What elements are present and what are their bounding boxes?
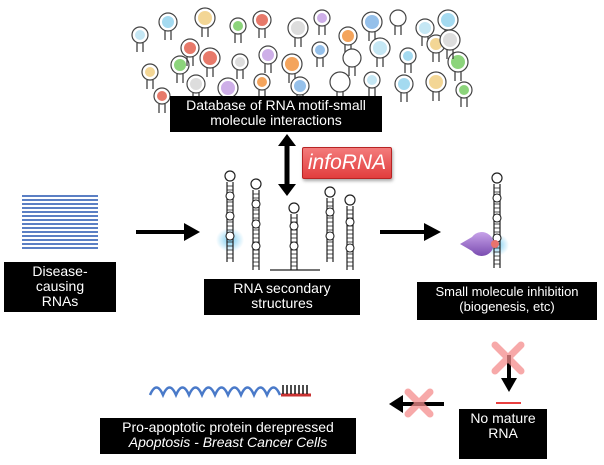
disease-label-line-2: causing xyxy=(35,278,85,294)
rna-motif-icon xyxy=(153,87,171,113)
rna-motif-icon xyxy=(186,74,206,102)
disease-label-line-1: Disease- xyxy=(32,263,88,279)
no-mature-line-1: No mature xyxy=(470,410,536,426)
rna-motif-icon xyxy=(258,45,278,73)
rna-motif-icon xyxy=(447,51,469,81)
rna-motif-icon xyxy=(158,12,178,40)
rna-motif-icon xyxy=(369,37,391,67)
inhibition-label-line-2: (biogenesis, etc) xyxy=(459,299,555,314)
arrow-to-inhibition xyxy=(380,223,441,241)
rna-motif-icon xyxy=(253,73,271,99)
rna-motif-icon xyxy=(231,53,249,79)
rna-motif-icon xyxy=(439,29,461,59)
rna-motif-icon xyxy=(141,63,159,89)
secondary-structures-box: RNA secondary structures xyxy=(204,279,360,315)
database-label-box: Database of RNA motif-small molecule int… xyxy=(170,96,382,132)
mrna-wave-icon xyxy=(148,385,311,399)
inhibition-box: Small molecule inhibition (biogenesis, e… xyxy=(417,282,597,320)
outcome-label-line-2: Apoptosis - Breast Cancer Cells xyxy=(128,434,328,450)
disease-rnas-box: Disease- causing RNAs xyxy=(4,262,116,312)
rna-motif-icon xyxy=(455,81,473,107)
small-molecule-inhibition-icon xyxy=(460,172,509,268)
rna-motif-icon xyxy=(252,10,272,38)
rna-motif-icon xyxy=(399,47,417,73)
rna-motif-icon xyxy=(131,26,149,52)
small-molecule-icon xyxy=(460,232,494,256)
rna-motif-icon xyxy=(311,41,329,67)
inhibition-label-line-1: Small molecule inhibition xyxy=(435,284,579,299)
rna-motif-icon xyxy=(313,9,331,35)
blocked-down-arrow xyxy=(491,341,525,392)
database-label-line-2: molecule interactions xyxy=(210,112,342,128)
database-label-line-1: Database of RNA motif-small xyxy=(186,97,366,113)
rna-motif-icon xyxy=(329,71,351,101)
rna-motif-icon xyxy=(194,7,216,37)
secondary-label-line-2: structures xyxy=(251,295,313,311)
rna-motif-icon xyxy=(425,71,447,101)
red-x-icon xyxy=(491,341,525,375)
rna-motif-icon xyxy=(281,53,303,83)
rna-motif-icon xyxy=(170,55,190,83)
rna-motif-icon xyxy=(361,11,383,41)
rna-motif-icon xyxy=(389,9,407,35)
outcome-box: Pro-apoptotic protein derepressed Apopto… xyxy=(100,418,356,454)
rna-motif-icon xyxy=(229,17,247,43)
disease-rna-stack-icon xyxy=(22,195,98,249)
rna-motif-icon xyxy=(342,48,362,76)
rna-secondary-structures-icon xyxy=(216,170,356,271)
disease-label-line-3: RNAs xyxy=(41,293,79,309)
inforna-badge: infoRNA xyxy=(302,147,392,179)
rna-motif-icon xyxy=(394,74,414,102)
red-x-icon xyxy=(404,388,434,418)
motif-cloud xyxy=(131,7,473,113)
outcome-label-line-1: Pro-apoptotic protein derepressed xyxy=(122,419,334,435)
no-mature-rna-box: No mature RNA xyxy=(459,409,547,459)
secondary-label-line-1: RNA secondary xyxy=(233,280,331,296)
rna-motif-icon xyxy=(338,26,358,54)
rna-motif-icon xyxy=(287,17,309,47)
no-mature-line-2: RNA xyxy=(488,425,518,441)
blocked-left-arrow xyxy=(389,388,444,418)
rna-motif-icon xyxy=(415,18,435,46)
rna-motif-icon xyxy=(180,38,200,66)
arrow-to-structures xyxy=(136,223,200,241)
rna-motif-icon xyxy=(363,71,381,97)
rna-motif-icon xyxy=(199,47,221,77)
bidirectional-arrow xyxy=(278,134,296,196)
